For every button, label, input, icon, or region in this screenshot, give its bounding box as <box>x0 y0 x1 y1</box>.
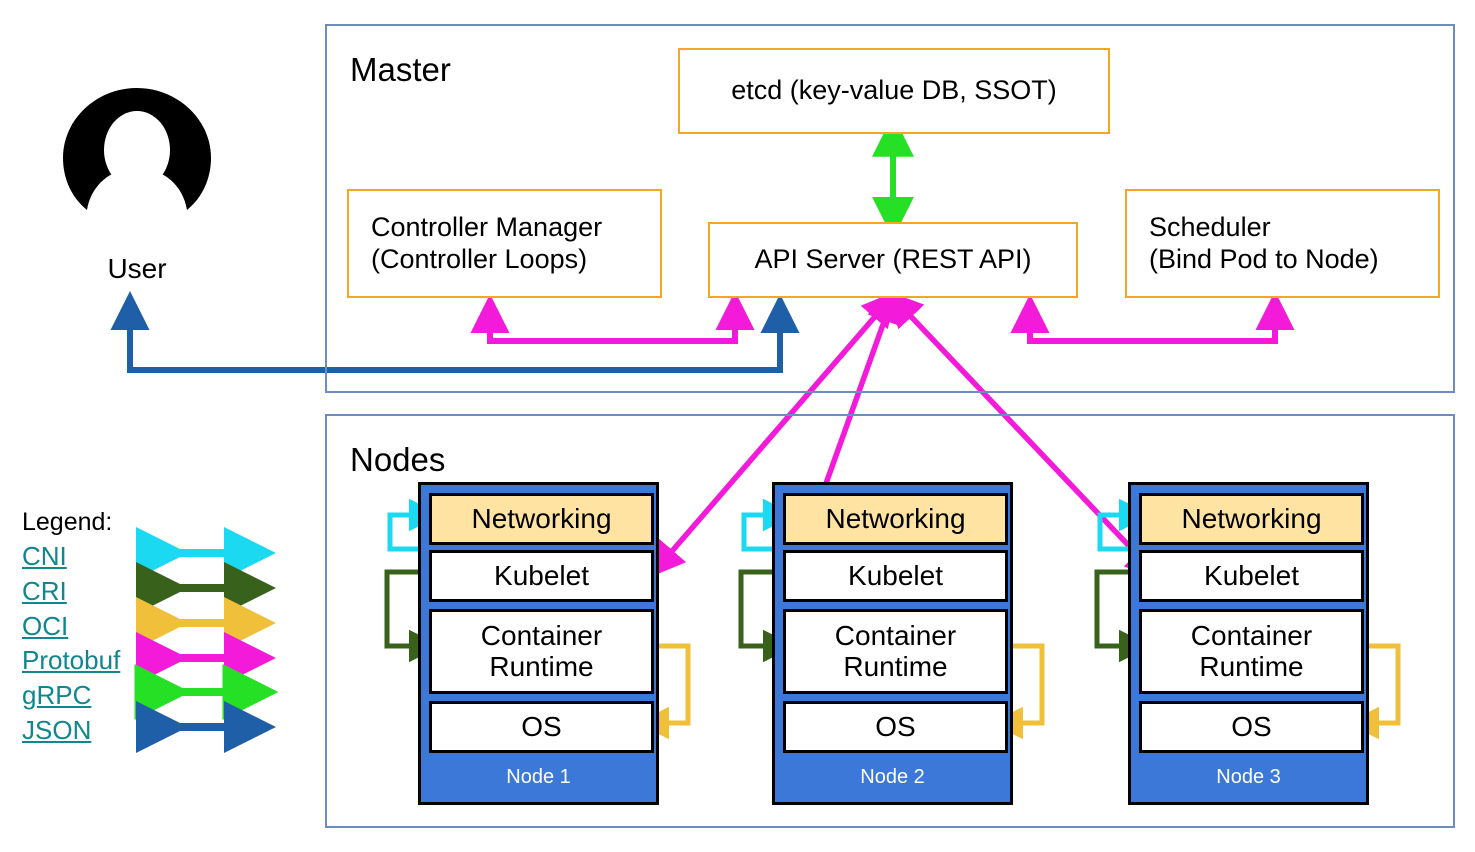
node-3-layer-os[interactable]: OS <box>1139 701 1364 753</box>
user-avatar-icon <box>63 88 211 219</box>
legend-item-oci[interactable]: OCI <box>22 611 69 641</box>
legend-item-json[interactable]: JSON <box>22 715 92 745</box>
node-2-layer-os[interactable]: OS <box>783 701 1008 753</box>
node-1-layer-container-runtime[interactable]: Container Runtime <box>429 609 654 694</box>
nodes-group-title: Nodes <box>350 441 446 478</box>
master-component-controller-manager[interactable]: Controller Manager (Controller Loops) <box>347 189 662 298</box>
user-caption: User <box>107 253 167 284</box>
node-1-layer-networking[interactable]: Networking <box>429 493 654 545</box>
node-1-layer-kubelet[interactable]: Kubelet <box>429 550 654 602</box>
node-1-layer-os[interactable]: OS <box>429 701 654 753</box>
master-group-title: Master <box>350 51 451 88</box>
node-2-layer-kubelet[interactable]: Kubelet <box>783 550 1008 602</box>
node-3-layer-kubelet[interactable]: Kubelet <box>1139 550 1364 602</box>
master-component-etcd[interactable]: etcd (key-value DB, SSOT) <box>678 48 1110 134</box>
legend-item-grpc[interactable]: gRPC <box>22 680 92 710</box>
legend-item-cri[interactable]: CRI <box>22 576 67 606</box>
master-group-frame <box>325 24 1455 393</box>
node-2-label: Node 2 <box>860 766 925 788</box>
node-3-label: Node 3 <box>1216 766 1281 788</box>
node-card-node-3[interactable]: Networking Kubelet Container Runtime OS … <box>1128 482 1369 805</box>
nodes-group-frame <box>325 414 1455 828</box>
legend-item-protobuf[interactable]: Protobuf <box>22 645 121 675</box>
node-2-layer-container-runtime[interactable]: Container Runtime <box>783 609 1008 694</box>
legend-item-cni[interactable]: CNI <box>22 541 67 571</box>
legend-title: Legend: <box>22 508 113 536</box>
master-component-api-server[interactable]: API Server (REST API) <box>708 222 1078 298</box>
node-card-node-1[interactable]: Networking Kubelet Container Runtime OS … <box>418 482 659 805</box>
node-3-layer-container-runtime[interactable]: Container Runtime <box>1139 609 1364 694</box>
node-3-layer-networking[interactable]: Networking <box>1139 493 1364 545</box>
master-component-scheduler[interactable]: Scheduler (Bind Pod to Node) <box>1125 189 1440 298</box>
node-2-layer-networking[interactable]: Networking <box>783 493 1008 545</box>
node-card-node-2[interactable]: Networking Kubelet Container Runtime OS … <box>772 482 1013 805</box>
node-1-label: Node 1 <box>506 766 571 788</box>
